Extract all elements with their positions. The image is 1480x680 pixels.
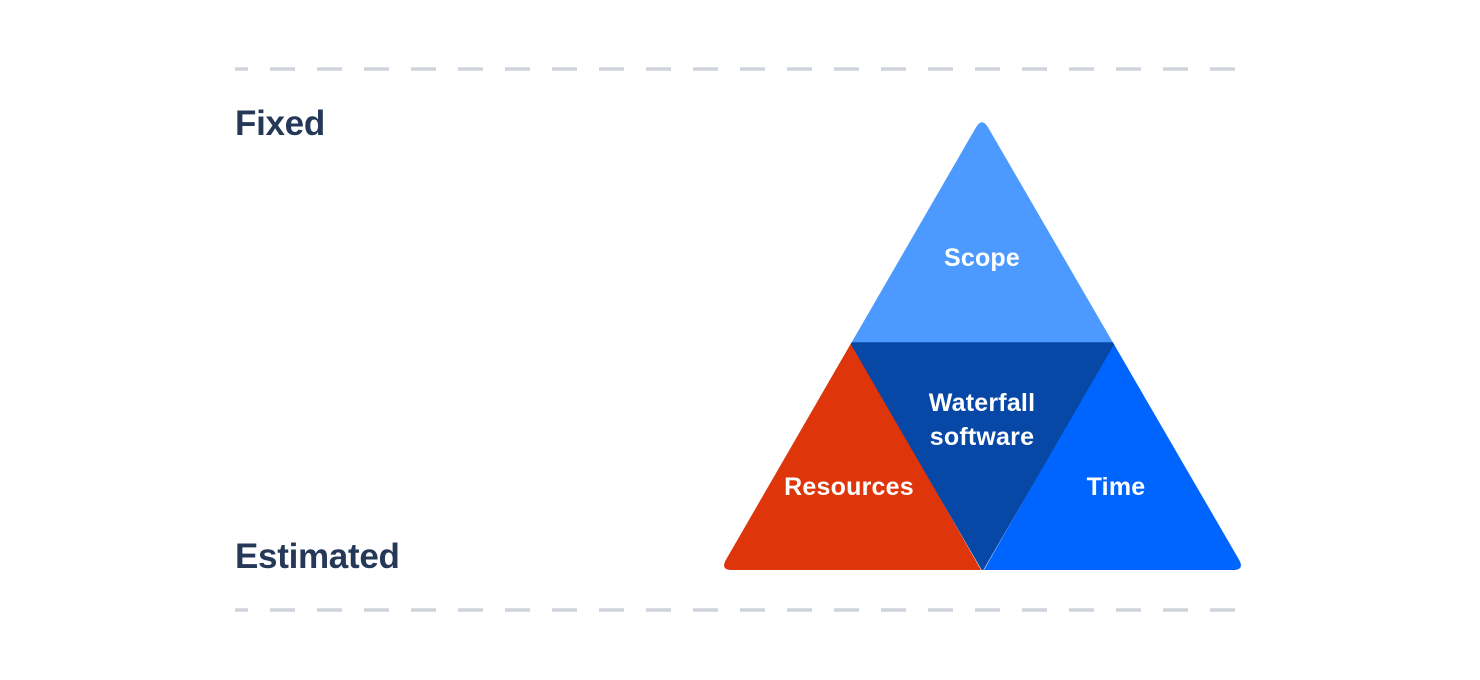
waterfall-software-label-line2: software (929, 423, 1035, 451)
scope-triangle (846, 122, 1119, 347)
estimated-label: Estimated (235, 537, 400, 576)
waterfall-center-triangle (850, 342, 1115, 570)
fixed-label: Fixed (235, 104, 325, 143)
scope-label: Scope (943, 244, 1021, 272)
waterfall-software-label-line1: Waterfall (928, 389, 1036, 417)
waterfall-software-label: Waterfall software (929, 386, 1035, 454)
resources-label: Resources (784, 473, 914, 501)
time-label: Time (1086, 473, 1146, 501)
